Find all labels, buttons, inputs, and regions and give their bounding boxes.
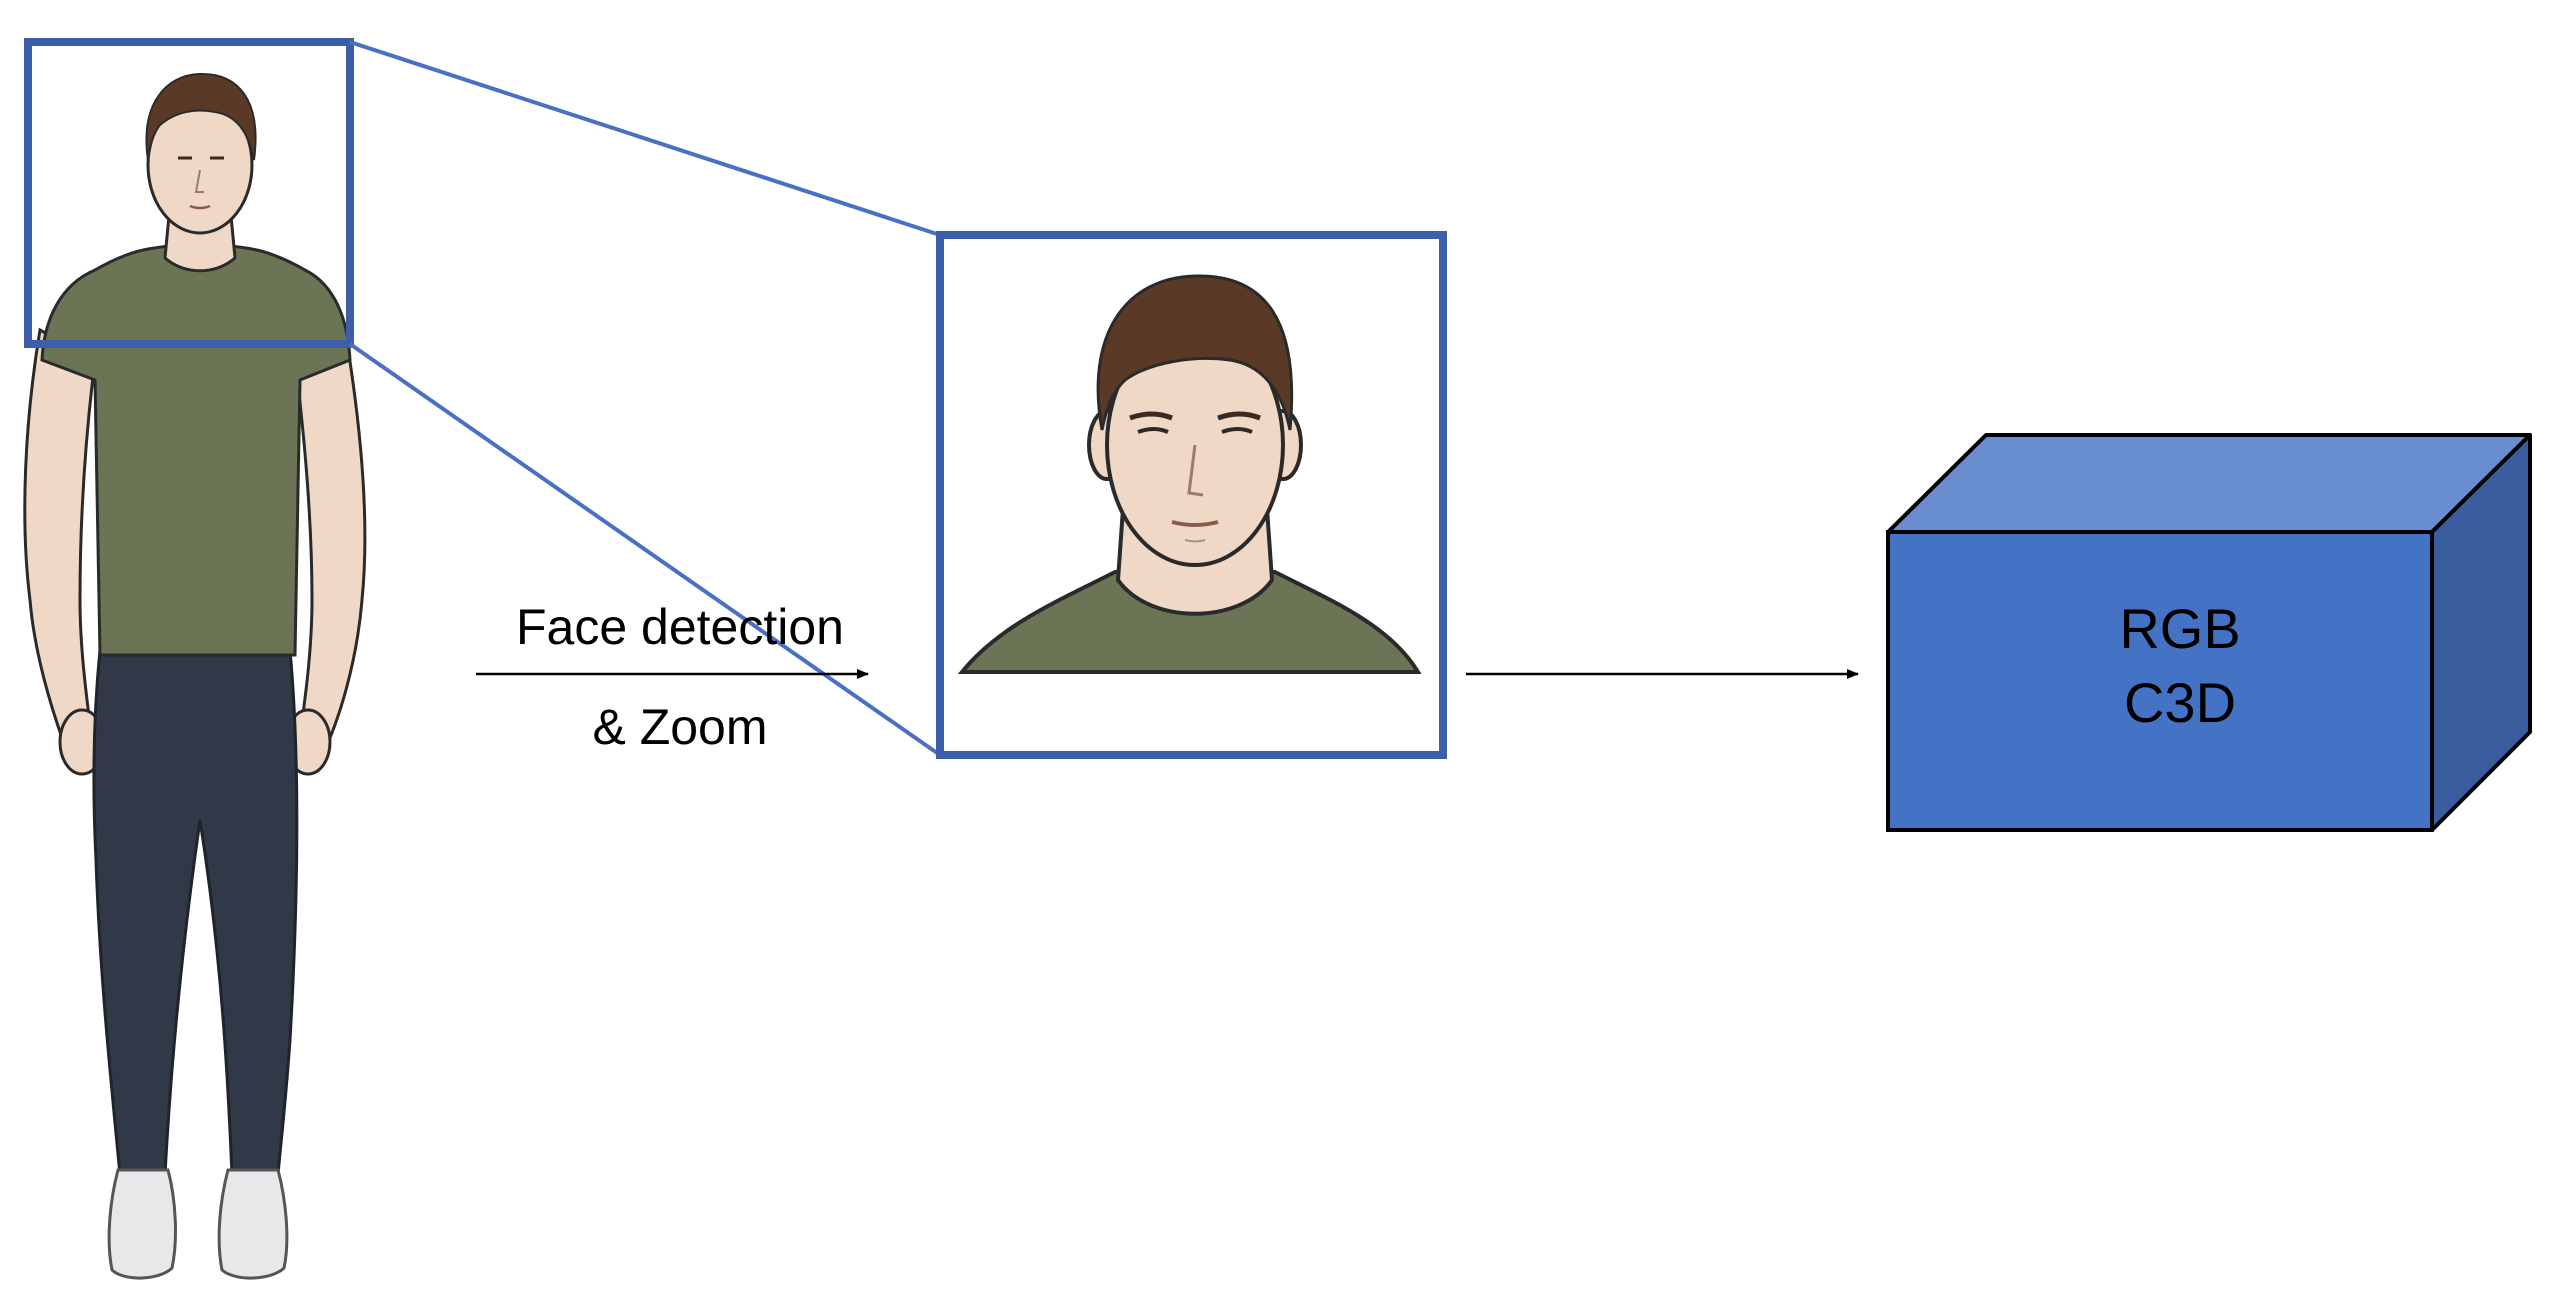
- face-icon: [957, 274, 1422, 674]
- detection-box: [24, 38, 354, 348]
- box-front-face: [1886, 530, 2434, 832]
- box-label-line1: RGB: [2119, 597, 2240, 660]
- box-icon: [1886, 433, 2532, 832]
- zoom-frame: [936, 231, 1447, 759]
- right-arm: [293, 327, 367, 767]
- box-top-face: [1886, 433, 2532, 534]
- arrow-label-line1: Face detection: [516, 599, 844, 655]
- box-label-line2: C3D: [2124, 671, 2236, 734]
- face-hair: [1096, 274, 1294, 431]
- zoom-line-top: [349, 40, 941, 237]
- face-shirt: [957, 570, 1422, 674]
- person-icon: [23, 72, 367, 1280]
- left-shoe: [107, 1168, 177, 1280]
- trousers: [92, 648, 299, 1177]
- shirt: [40, 244, 352, 657]
- arrow-label-line2: & Zoom: [592, 699, 767, 755]
- hair: [145, 72, 257, 161]
- right-shoe: [217, 1168, 289, 1280]
- zoom-line-bottom: [348, 342, 942, 757]
- left-arm: [23, 327, 97, 767]
